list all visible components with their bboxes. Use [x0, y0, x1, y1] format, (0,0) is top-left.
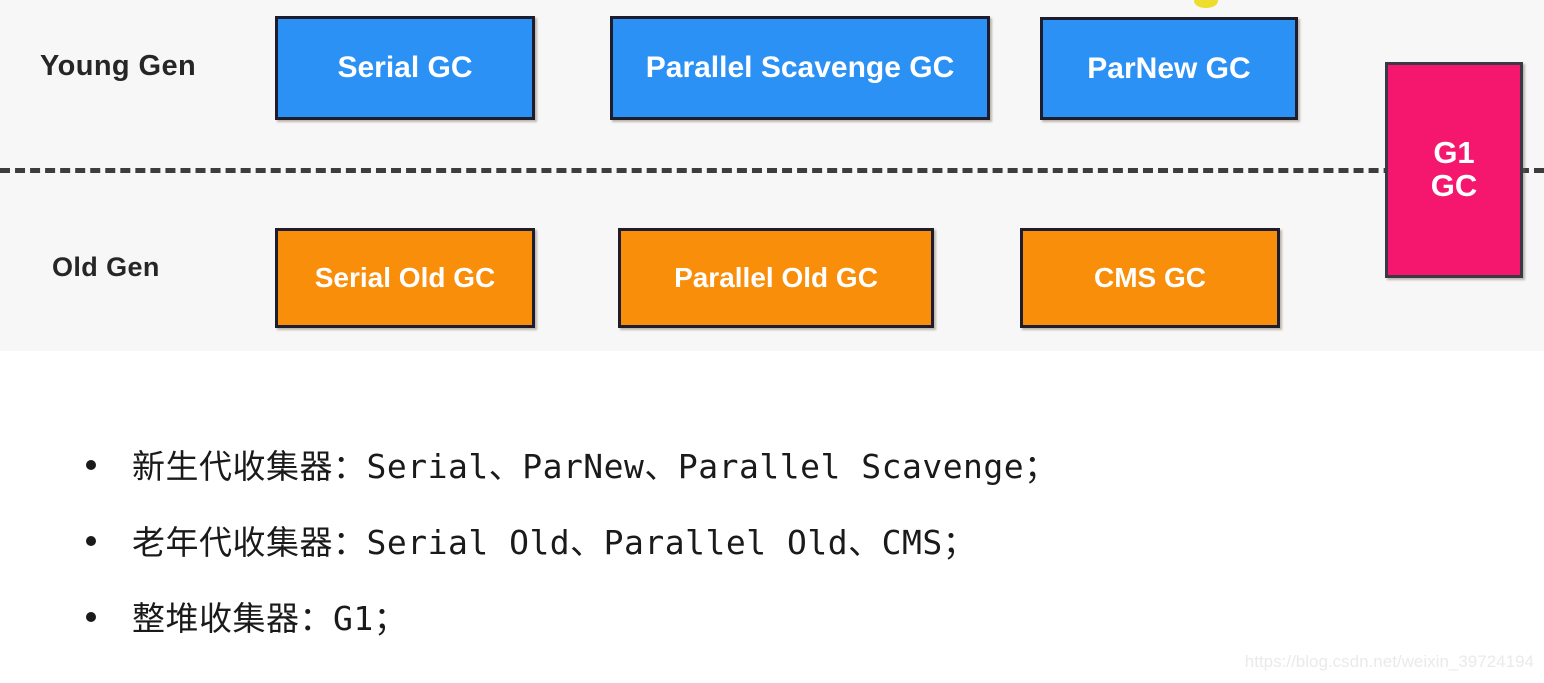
gc-box-serial-old: Serial Old GC — [275, 228, 535, 328]
list-item: 新生代收集器：Serial、ParNew、Parallel Scavenge； — [0, 440, 1544, 516]
bullet-dot-icon — [86, 536, 96, 546]
old-gen-label: Old Gen — [52, 252, 160, 282]
watermark-url: https://blog.csdn.net/weixin_39724194 — [1244, 652, 1534, 671]
gc-box-parallel-scavenge: Parallel Scavenge GC — [610, 16, 990, 120]
gc-box-parnew: ParNew GC — [1040, 17, 1298, 120]
gc-collectors-diagram: Young Gen Old Gen Serial GC Parallel Sca… — [0, 0, 1544, 328]
list-item: 老年代收集器：Serial Old、Parallel Old、CMS； — [0, 516, 1544, 592]
generation-divider-line — [0, 168, 1544, 173]
g1-label-line1: G1 — [1433, 135, 1475, 171]
bullet-dot-icon — [86, 612, 96, 622]
g1-label-line2: GC — [1430, 168, 1478, 203]
gc-box-parallel-old: Parallel Old GC — [618, 228, 934, 328]
list-item-text: 新生代收集器：Serial、ParNew、Parallel Scavenge； — [132, 447, 1058, 486]
gc-box-g1: G1 GC — [1385, 62, 1523, 278]
gc-box-serial: Serial GC — [275, 16, 535, 120]
collector-summary-list: 新生代收集器：Serial、ParNew、Parallel Scavenge； … — [0, 440, 1544, 668]
gc-box-cms: CMS GC — [1020, 228, 1280, 328]
list-item: 整堆收集器：G1； — [0, 592, 1544, 668]
yellow-mark-artifact — [1194, 0, 1218, 8]
bullet-dot-icon — [86, 460, 96, 470]
list-item-text: 老年代收集器：Serial Old、Parallel Old、CMS； — [132, 523, 977, 562]
list-item-text: 整堆收集器：G1； — [132, 599, 408, 638]
young-gen-label: Young Gen — [40, 50, 197, 82]
